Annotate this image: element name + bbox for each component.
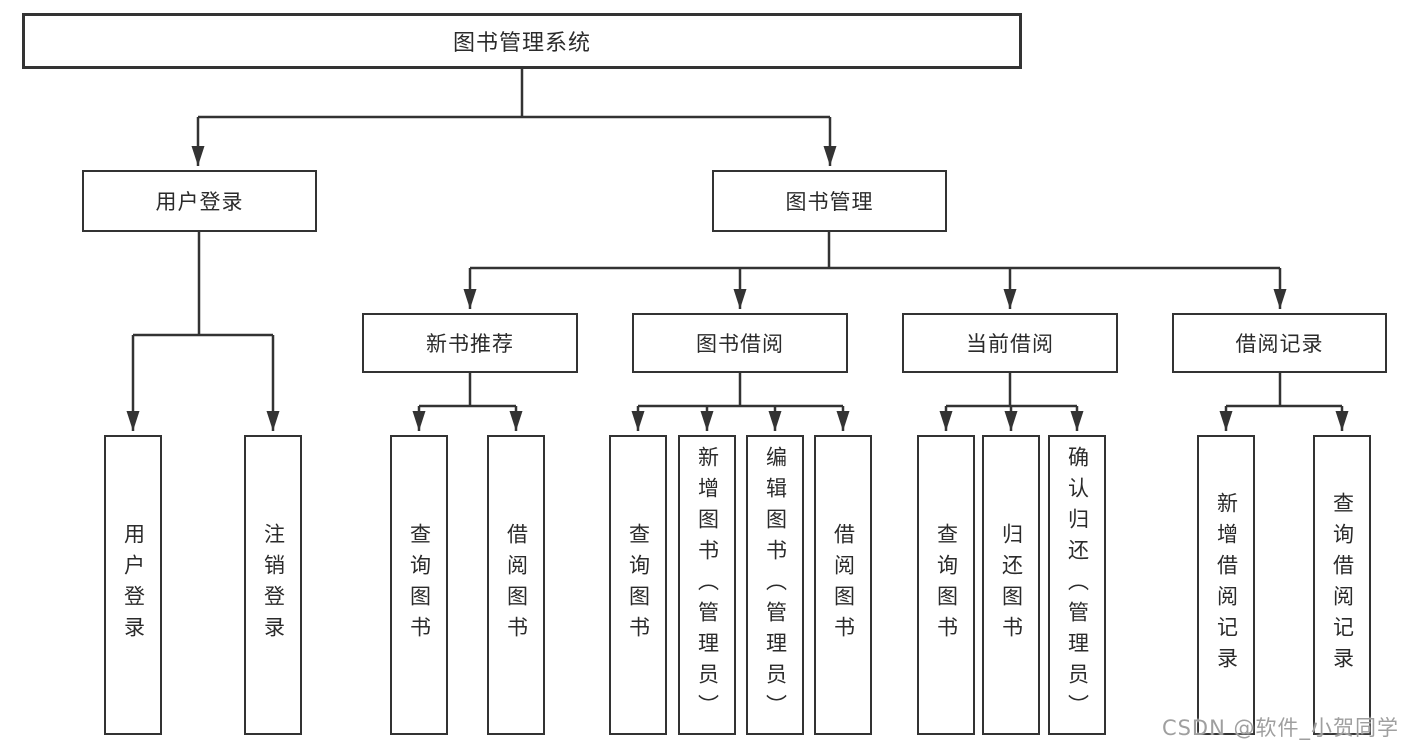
leaf-return-books: 归还图书	[982, 435, 1040, 735]
node-label: 借阅图书	[831, 523, 856, 647]
node-current-borrow: 当前借阅	[902, 313, 1118, 373]
leaf-edit-books-admin: 编辑图书（管理员）	[746, 435, 804, 735]
leaf-user-login: 用户登录	[104, 435, 162, 735]
leaf-query-borrow-record: 查询借阅记录	[1313, 435, 1371, 735]
node-borrow-record: 借阅记录	[1172, 313, 1387, 373]
node-label: 图书管理系统	[452, 31, 591, 56]
node-label: 图书借阅	[696, 332, 784, 356]
leaf-query-books-borrow: 查询图书	[609, 435, 667, 735]
node-library-management-system: 图书管理系统	[22, 13, 1022, 69]
node-label: 新书推荐	[426, 332, 514, 356]
node-label: 图书管理	[785, 190, 874, 214]
node-label: 注销登录	[261, 523, 286, 647]
csdn-watermark: CSDN @软件_小贺同学	[1161, 716, 1399, 740]
node-label: 当前借阅	[966, 332, 1054, 356]
node-book-management: 图书管理	[712, 170, 947, 232]
node-label: 查询图书	[934, 523, 959, 647]
node-user-login: 用户登录	[82, 170, 317, 232]
leaf-borrow-books: 借阅图书	[814, 435, 872, 735]
leaf-logout: 注销登录	[244, 435, 302, 735]
node-label: 查询图书	[407, 523, 432, 647]
leaf-confirm-return-admin: 确认归还（管理员）	[1048, 435, 1106, 735]
node-label: 归还图书	[999, 523, 1024, 647]
node-label: 编辑图书（管理员）	[763, 445, 788, 725]
node-new-book-recommend: 新书推荐	[362, 313, 578, 373]
node-label: 查询图书	[626, 523, 651, 647]
leaf-query-books-recommend: 查询图书	[390, 435, 448, 735]
node-label: 用户登录	[121, 523, 146, 647]
node-label: 借阅图书	[504, 523, 529, 647]
node-book-borrow: 图书借阅	[632, 313, 848, 373]
node-label: 借阅记录	[1235, 332, 1324, 356]
leaf-borrow-books-recommend: 借阅图书	[487, 435, 545, 735]
node-label: 确认归还（管理员）	[1065, 445, 1090, 725]
leaf-add-books-admin: 新增图书（管理员）	[678, 435, 736, 735]
node-label: 新增图书（管理员）	[695, 445, 720, 725]
node-label: 新增借阅记录	[1214, 492, 1239, 678]
leaf-add-borrow-record: 新增借阅记录	[1197, 435, 1255, 735]
leaf-query-books-current: 查询图书	[917, 435, 975, 735]
node-label: 查询借阅记录	[1330, 492, 1355, 678]
node-label: 用户登录	[155, 190, 244, 214]
